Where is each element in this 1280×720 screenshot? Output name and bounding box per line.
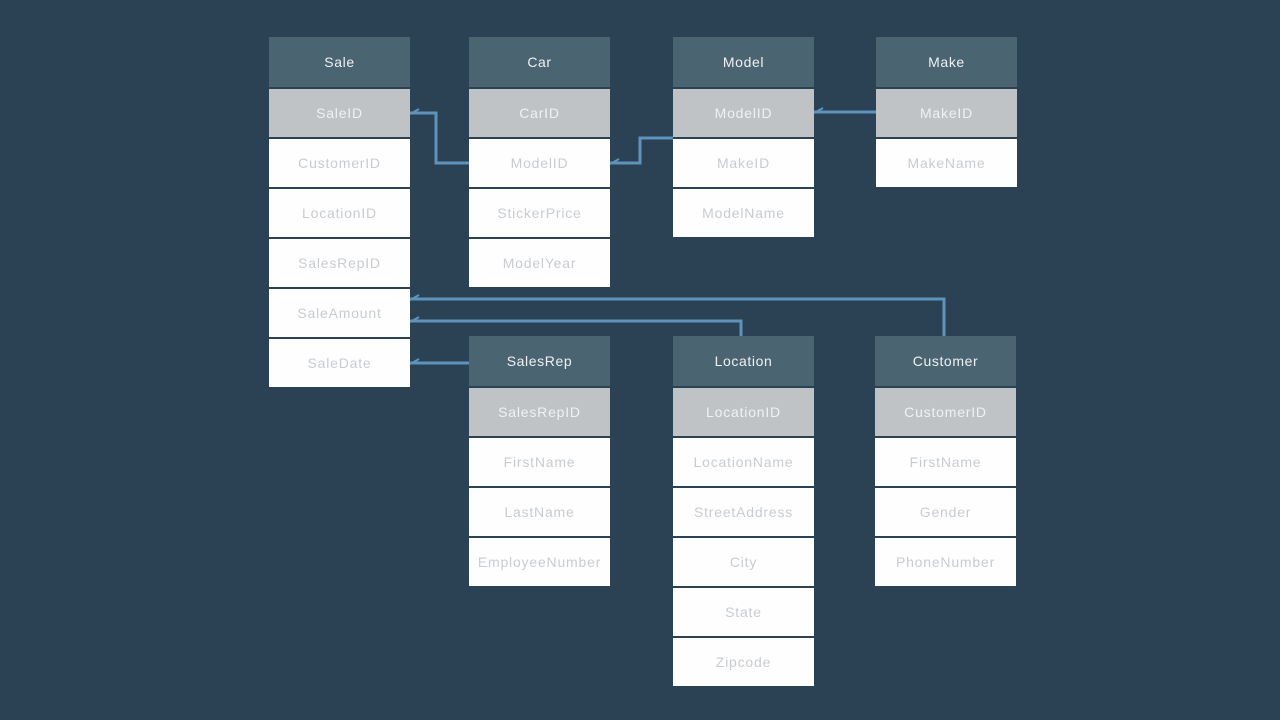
field-make-makename: MakeName bbox=[876, 139, 1017, 187]
connector-start-tick bbox=[409, 316, 420, 323]
field-salesrep-firstname: FirstName bbox=[469, 438, 610, 486]
field-customer-gender: Gender bbox=[875, 488, 1016, 536]
field-make-makeid: MakeID bbox=[876, 89, 1017, 137]
field-car-modelid: ModelID bbox=[469, 139, 610, 187]
entity-title-model: Model bbox=[673, 37, 814, 87]
connector-start-tick bbox=[409, 358, 420, 365]
entity-title-sale: Sale bbox=[269, 37, 410, 87]
entity-title-location: Location bbox=[673, 336, 814, 386]
connector-sale-saleid-to-car-modelid bbox=[410, 111, 469, 165]
field-car-modelyear: ModelYear bbox=[469, 239, 610, 287]
field-location-streetaddress: StreetAddress bbox=[673, 488, 814, 536]
field-location-zipcode: Zipcode bbox=[673, 638, 814, 686]
field-sale-saledate: SaleDate bbox=[269, 339, 410, 387]
field-sale-saleid: SaleID bbox=[269, 89, 410, 137]
field-location-locationname: LocationName bbox=[673, 438, 814, 486]
field-sale-customerid: CustomerID bbox=[269, 139, 410, 187]
connector-start-tick bbox=[609, 158, 620, 165]
field-salesrep-salesrepid: SalesRepID bbox=[469, 388, 610, 436]
entity-title-customer: Customer bbox=[875, 336, 1016, 386]
entity-title-car: Car bbox=[469, 37, 610, 87]
connector-start-tick bbox=[813, 107, 824, 114]
field-location-state: State bbox=[673, 588, 814, 636]
field-car-stickerprice: StickerPrice bbox=[469, 189, 610, 237]
entity-title-salesrep: SalesRep bbox=[469, 336, 610, 386]
field-car-carid: CarID bbox=[469, 89, 610, 137]
entity-title-make: Make bbox=[876, 37, 1017, 87]
field-location-city: City bbox=[673, 538, 814, 586]
connector-car-modelid-to-model-modelid bbox=[610, 136, 673, 165]
field-salesrep-lastname: LastName bbox=[469, 488, 610, 536]
field-model-modelname: ModelName bbox=[673, 189, 814, 237]
field-customer-phonenumber: PhoneNumber bbox=[875, 538, 1016, 586]
field-sale-salesrepid: SalesRepID bbox=[269, 239, 410, 287]
connector-sale-to-customer bbox=[410, 297, 946, 340]
connector-start-tick bbox=[409, 108, 420, 115]
field-customer-firstname: FirstName bbox=[875, 438, 1016, 486]
field-sale-locationid: LocationID bbox=[269, 189, 410, 237]
field-location-locationid: LocationID bbox=[673, 388, 814, 436]
connector-start-tick bbox=[409, 294, 420, 301]
field-customer-customerid: CustomerID bbox=[875, 388, 1016, 436]
field-model-modelid: ModelID bbox=[673, 89, 814, 137]
field-sale-saleamount: SaleAmount bbox=[269, 289, 410, 337]
field-salesrep-employeenumber: EmployeeNumber bbox=[469, 538, 610, 586]
field-model-makeid: MakeID bbox=[673, 139, 814, 187]
